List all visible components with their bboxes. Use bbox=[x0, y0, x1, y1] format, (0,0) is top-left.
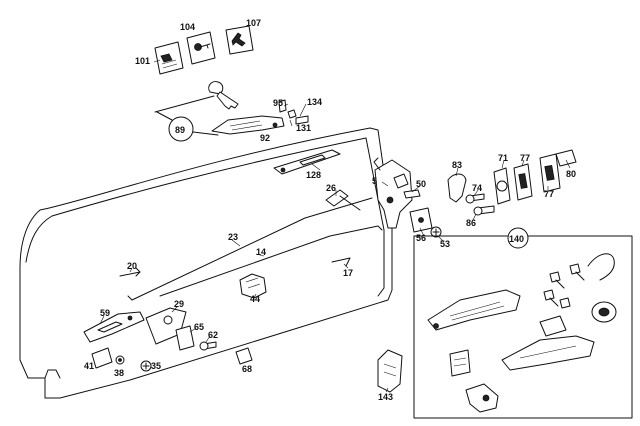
callout-143: 143 bbox=[378, 392, 393, 402]
key bbox=[154, 81, 239, 113]
callout-92: 92 bbox=[260, 133, 270, 143]
screw-62 bbox=[199, 341, 217, 351]
callout-77-top: 77 bbox=[520, 153, 530, 163]
callout-29: 29 bbox=[174, 299, 184, 309]
inner-handle-59 bbox=[83, 311, 145, 343]
cover-41 bbox=[91, 347, 113, 369]
callout-77-bottom: 77 bbox=[544, 189, 554, 199]
lock-65 bbox=[175, 325, 195, 351]
striker-71 bbox=[493, 167, 511, 205]
callout-labels: 101 104 107 89 95 134 131 92 128 5 50 26… bbox=[84, 18, 576, 402]
washer-38 bbox=[115, 355, 125, 365]
callout-134: 134 bbox=[307, 97, 322, 107]
screw-74 bbox=[465, 193, 485, 204]
lock-mechanism-5 bbox=[373, 157, 421, 229]
callout-20: 20 bbox=[127, 261, 137, 271]
rod-23 bbox=[127, 197, 373, 301]
assembly-keys bbox=[543, 263, 585, 309]
door-panel-outline bbox=[19, 127, 393, 399]
outer-handle-92 bbox=[211, 99, 309, 135]
clip-68 bbox=[235, 347, 253, 365]
screw-86 bbox=[473, 205, 495, 216]
bracket-83 bbox=[447, 173, 467, 203]
clip-17 bbox=[331, 257, 351, 267]
bracket-29 bbox=[145, 307, 187, 345]
callout-26: 26 bbox=[326, 183, 336, 193]
callout-74: 74 bbox=[472, 183, 482, 193]
assembly-lever bbox=[539, 315, 567, 337]
callout-44: 44 bbox=[250, 294, 260, 304]
callout-65: 65 bbox=[194, 322, 204, 332]
key-tag-104 bbox=[186, 31, 216, 65]
callout-17: 17 bbox=[343, 268, 353, 278]
shim-80 bbox=[555, 149, 577, 167]
buffer-44 bbox=[239, 273, 267, 299]
clip-20 bbox=[119, 267, 141, 277]
key-tag-101 bbox=[154, 41, 184, 75]
callout-5: 5 bbox=[372, 176, 377, 186]
cover-143 bbox=[377, 349, 403, 393]
callout-56: 56 bbox=[416, 233, 426, 243]
callout-101: 101 bbox=[135, 56, 150, 66]
callout-89: 89 bbox=[175, 125, 185, 135]
callout-23: 23 bbox=[228, 232, 238, 242]
callout-41: 41 bbox=[84, 361, 94, 371]
callout-14: 14 bbox=[256, 247, 266, 257]
lever-26 bbox=[325, 189, 361, 211]
callout-53: 53 bbox=[440, 239, 450, 249]
plate-77b bbox=[539, 153, 561, 193]
assembly-box-140 bbox=[413, 227, 633, 419]
callout-95: 95 bbox=[273, 98, 283, 108]
assembly-handle-upper bbox=[427, 289, 521, 331]
assembly-actuator bbox=[465, 383, 499, 413]
rod-14 bbox=[159, 225, 383, 297]
callout-131: 131 bbox=[296, 123, 311, 133]
callout-128: 128 bbox=[306, 170, 321, 180]
assembly-bracket bbox=[449, 349, 471, 377]
callout-38: 38 bbox=[114, 368, 124, 378]
callout-35: 35 bbox=[151, 361, 161, 371]
screw-53 bbox=[430, 226, 442, 238]
assembly-handle-lower bbox=[501, 335, 595, 371]
callout-59: 59 bbox=[100, 308, 110, 318]
callout-71: 71 bbox=[498, 153, 508, 163]
callout-140: 140 bbox=[509, 234, 524, 244]
trim-128 bbox=[273, 149, 341, 175]
callout-68: 68 bbox=[242, 364, 252, 374]
plate-77a bbox=[513, 163, 533, 201]
screw-35 bbox=[140, 360, 152, 372]
callout-86: 86 bbox=[466, 218, 476, 228]
clip-56 bbox=[409, 207, 433, 233]
assembly-cylinder bbox=[591, 301, 617, 323]
callout-104: 104 bbox=[180, 22, 195, 32]
callout-circle-89 bbox=[156, 111, 219, 142]
assembly-wire bbox=[587, 253, 615, 281]
callout-50: 50 bbox=[416, 179, 426, 189]
key-tag-107 bbox=[225, 25, 254, 55]
callout-107: 107 bbox=[246, 18, 261, 28]
callout-83: 83 bbox=[452, 160, 462, 170]
callout-62: 62 bbox=[208, 330, 218, 340]
leader-lines bbox=[99, 59, 571, 393]
callout-80: 80 bbox=[566, 169, 576, 179]
